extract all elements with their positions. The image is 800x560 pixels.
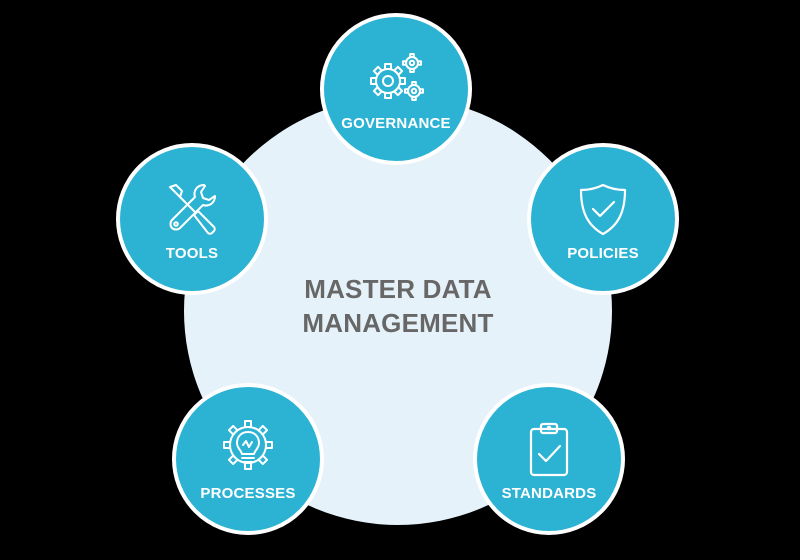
node-label-tools: TOOLS bbox=[165, 245, 219, 262]
node-label-policies: POLICIES bbox=[567, 245, 639, 262]
node-tools: TOOLS bbox=[116, 143, 268, 295]
gears-icon bbox=[364, 47, 428, 111]
node-label-governance: GOVERNANCE bbox=[341, 115, 451, 132]
node-label-processes: PROCESSES bbox=[200, 485, 296, 502]
center-title-line-2: MANAGEMENT bbox=[302, 308, 494, 338]
lightbulb-gear-icon bbox=[216, 417, 280, 481]
node-label-standards: STANDARDS bbox=[501, 485, 597, 502]
node-processes: PROCESSES bbox=[172, 383, 324, 535]
wrench-screwdriver-icon bbox=[160, 177, 224, 241]
shield-check-icon bbox=[571, 177, 635, 241]
node-standards: STANDARDS bbox=[473, 383, 625, 535]
center-title: MASTER DATA MANAGEMENT bbox=[250, 272, 546, 340]
center-title-line-1: MASTER DATA bbox=[304, 274, 492, 304]
node-governance: GOVERNANCE bbox=[320, 13, 472, 165]
clipboard-check-icon bbox=[517, 417, 581, 481]
node-policies: POLICIES bbox=[527, 143, 679, 295]
